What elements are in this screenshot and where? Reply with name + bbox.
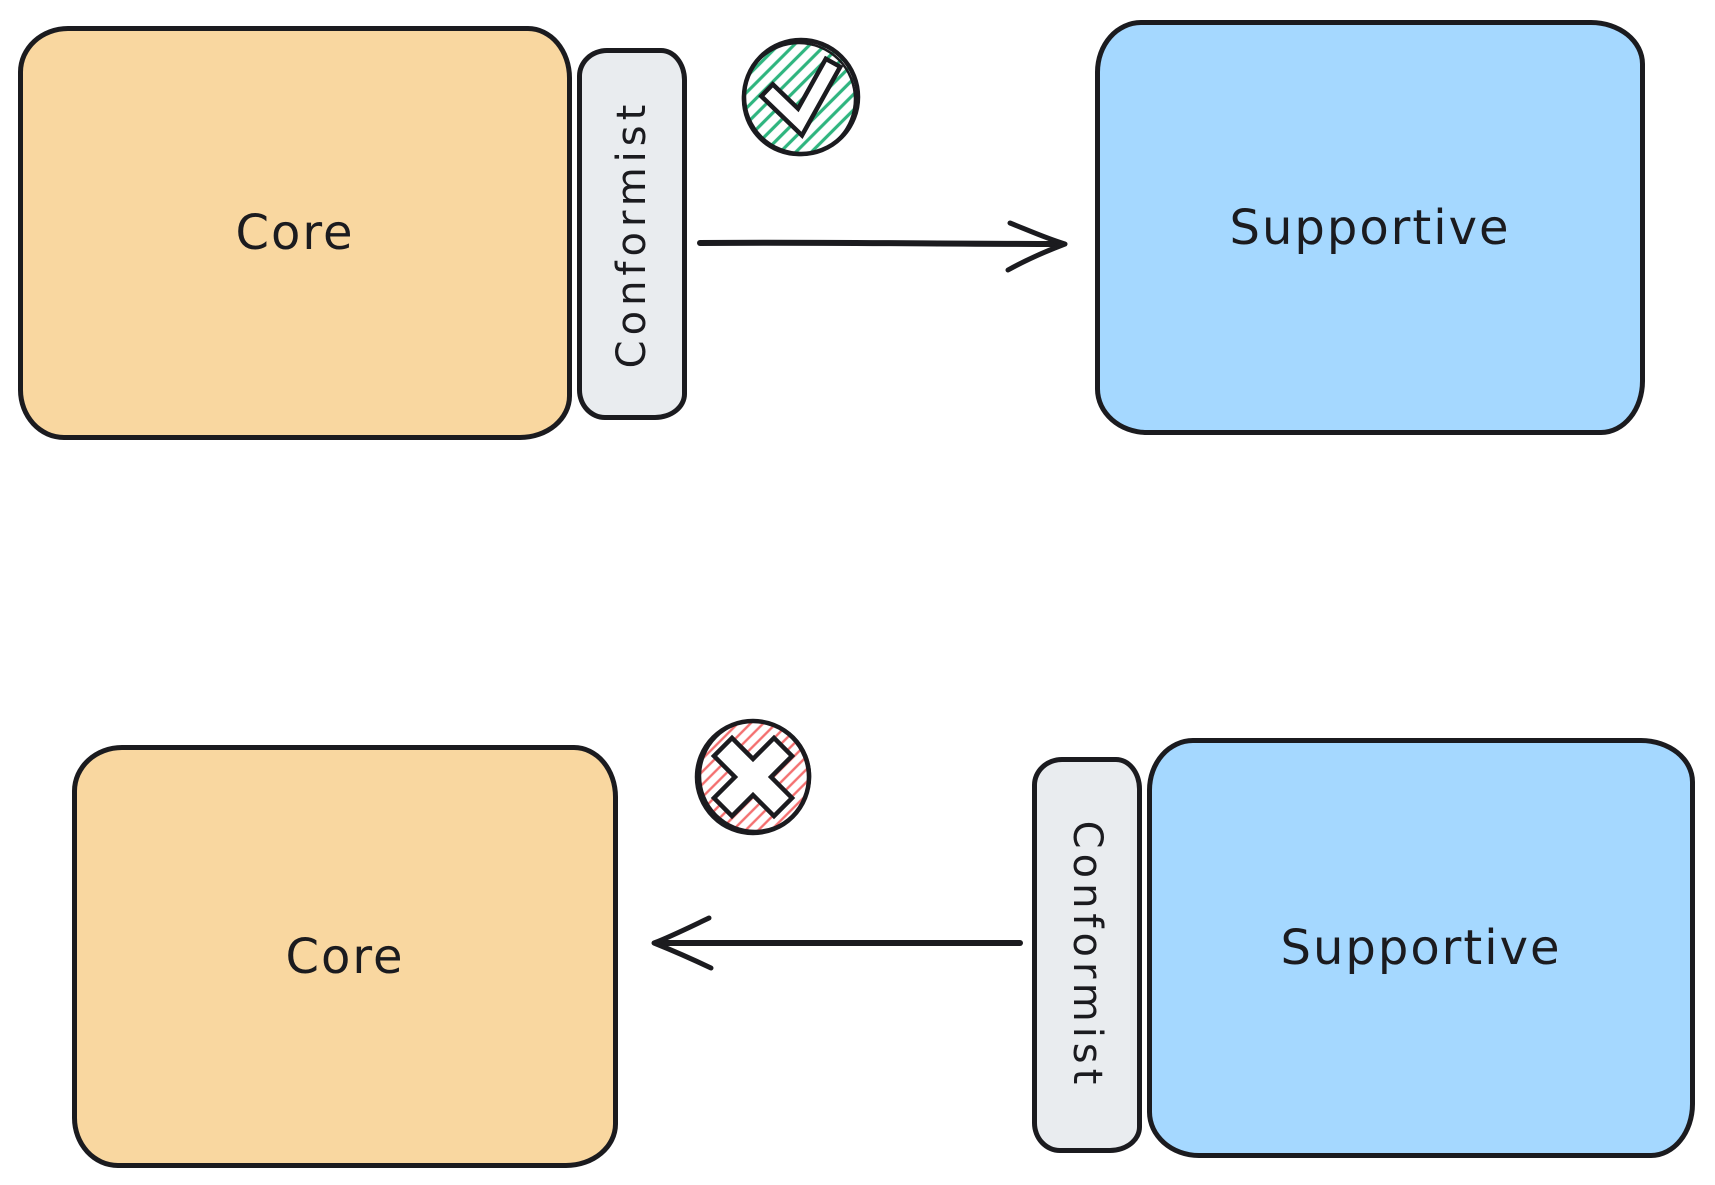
arrow-core-to-supportive bbox=[697, 220, 1068, 273]
conformist-bottom-label: Conformist bbox=[1064, 820, 1110, 1090]
node-supportive-bottom: Supportive bbox=[1147, 738, 1695, 1158]
node-core-top: Core bbox=[18, 26, 572, 440]
core-bottom-label: Core bbox=[285, 928, 405, 985]
node-conformist-top: Conformist bbox=[577, 48, 687, 420]
cross-icon bbox=[694, 718, 812, 836]
node-supportive-top: Supportive bbox=[1095, 20, 1645, 435]
node-core-bottom: Core bbox=[72, 745, 618, 1168]
check-icon bbox=[741, 37, 861, 157]
supportive-bottom-label: Supportive bbox=[1280, 920, 1562, 976]
core-top-label: Core bbox=[235, 205, 355, 261]
arrow-supportive-to-core bbox=[651, 915, 1023, 971]
conformist-top-label: Conformist bbox=[609, 99, 655, 369]
node-conformist-bottom: Conformist bbox=[1032, 757, 1142, 1153]
supportive-top-label: Supportive bbox=[1229, 199, 1511, 256]
